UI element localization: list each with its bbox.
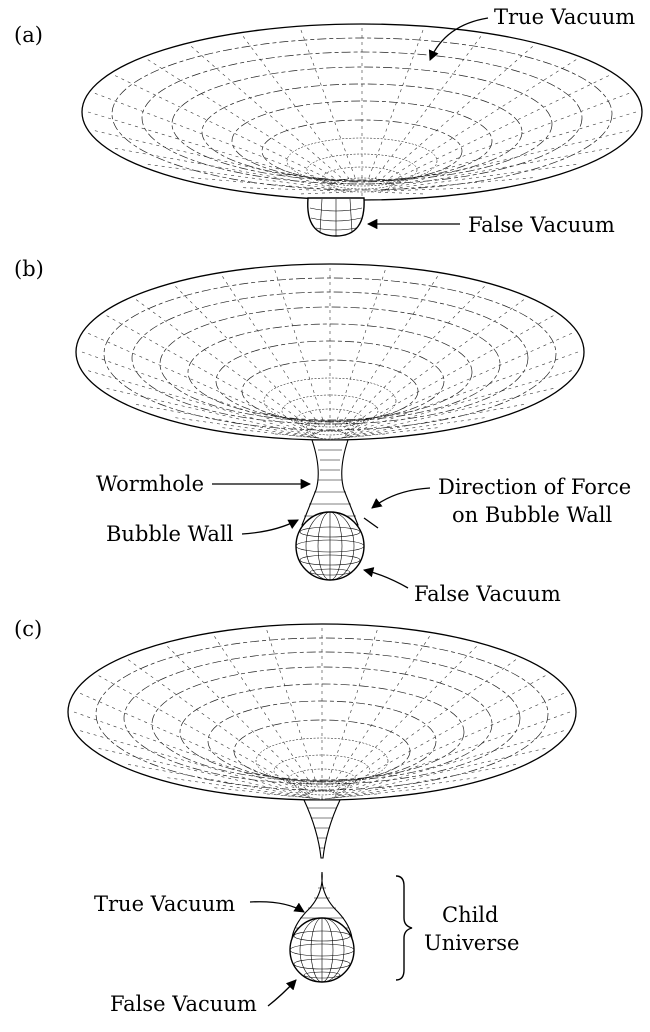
surface-grid-line (324, 630, 378, 792)
surface-grid-line (345, 351, 579, 436)
surface-grid-line (334, 748, 546, 797)
surface-grid-line (374, 36, 482, 179)
surface-grid-line (391, 130, 630, 187)
surface-grid-line (175, 417, 321, 439)
surface-grid-line (94, 93, 333, 184)
surface-grid-line (94, 130, 333, 187)
surface-grid-line (333, 433, 386, 440)
surface-grid-line (80, 730, 309, 797)
surface-grid-line (274, 433, 327, 440)
surface-grid-line (380, 46, 533, 180)
panel-a-false-vacuum-label: False Vacuum (468, 213, 615, 237)
surface-grid-line (344, 388, 554, 437)
surface-grid-line (391, 93, 630, 184)
panel-c-child-label-1: Child (442, 903, 498, 927)
surface-grid-line (191, 46, 344, 180)
panel-c-true-vacuum-arrow (249, 901, 305, 913)
panel-b-force-label-2: on Bubble Wall (452, 503, 613, 527)
surface-grid-line (336, 276, 438, 432)
panel-c-parent-tip (303, 799, 341, 859)
surface-grid-line (339, 417, 485, 439)
panel-c-label: (c) (14, 617, 42, 641)
surface-grid-line (222, 276, 324, 432)
panel-c-child-universe-brace (395, 875, 413, 981)
surface-grid-line (332, 659, 517, 793)
surface-grid-line (368, 29, 424, 179)
surface-grid-line (266, 793, 319, 800)
surface-grid-line (147, 59, 339, 181)
surface-grid-line (274, 270, 327, 432)
surface-grid-line (127, 659, 312, 793)
panel-b-false-vacuum-bubble (295, 511, 365, 581)
panel-a-true-vacuum-label: True Vacuum (494, 5, 635, 29)
panel-c-true-vacuum-label: True Vacuum (94, 892, 235, 916)
surface-grid-line (388, 75, 610, 183)
surface-grid-line (342, 404, 524, 438)
surface-grid-line (325, 793, 378, 800)
surface-grid-line (385, 59, 577, 181)
surface-grid-line (333, 270, 386, 432)
panel-b-false-vacuum-arrow (362, 567, 409, 589)
surface-grid-line (136, 404, 318, 438)
panel-b-wormhole-label: Wormhole (96, 472, 204, 496)
surface-grid-line (214, 636, 317, 792)
panel-c-true-vacuum-surface (67, 623, 577, 801)
panel-b-label: (b) (14, 257, 44, 281)
panel-c-false-vacuum-label: False Vacuum (110, 992, 257, 1016)
surface-grid-line (335, 730, 564, 797)
panel-c: (c) (14, 617, 577, 1016)
panel-b-force-arrow (371, 487, 431, 509)
surface-grid-line (300, 29, 356, 179)
surface-grid-line (300, 191, 356, 195)
panel-c-false-vacuum-arrow (267, 979, 297, 1007)
surface-grid-line (106, 315, 316, 434)
surface-grid-line (128, 764, 312, 798)
surface-grid-line (222, 427, 324, 439)
surface-grid-line (214, 787, 316, 799)
surface-grid-line (388, 148, 609, 189)
panel-b-force-direction-mark (363, 517, 379, 529)
panel-a-true-vacuum-surface (81, 23, 643, 201)
surface-grid-line (328, 787, 430, 799)
surface-grid-line (334, 675, 546, 794)
surface-grid-line (380, 177, 533, 191)
surface-grid-line (114, 75, 336, 183)
panel-b: (b) (14, 257, 631, 606)
surface-grid-line (336, 427, 438, 439)
surface-grid-line (115, 148, 336, 189)
panel-b-false-vacuum-label: False Vacuum (414, 582, 561, 606)
panel-b-true-vacuum-surface (75, 263, 585, 441)
surface-grid-line (342, 299, 525, 433)
surface-grid-line (368, 191, 424, 195)
surface-grid-line (191, 177, 344, 191)
panel-b-bubble-wall-arrow (241, 519, 299, 535)
surface-grid-line (391, 111, 637, 186)
surface-grid-line (88, 370, 315, 437)
panel-a: (a) True Vacuum Fals (14, 5, 643, 237)
surface-grid-line (87, 111, 333, 186)
panel-c-child-universe (289, 871, 355, 983)
surface-grid-line (98, 748, 310, 797)
surface-grid-line (266, 630, 320, 792)
surface-grid-line (242, 36, 350, 179)
surface-grid-line (345, 370, 572, 437)
surface-grid-line (344, 315, 554, 434)
surface-grid-line (327, 636, 430, 792)
surface-grid-line (332, 764, 516, 798)
surface-grid-line (81, 351, 315, 436)
panel-a-false-vacuum-bubble (307, 197, 365, 237)
surface-grid-line (135, 299, 318, 433)
panel-a-true-vacuum-arrow (428, 17, 489, 61)
panel-a-label: (a) (14, 23, 43, 47)
surface-grid-line (98, 675, 310, 794)
panel-b-force-label-1: Direction of Force (438, 475, 631, 499)
panel-b-bubble-wall-label: Bubble Wall (106, 522, 234, 546)
surface-grid-line (106, 388, 316, 437)
panel-c-child-label-2: Universe (424, 931, 519, 955)
